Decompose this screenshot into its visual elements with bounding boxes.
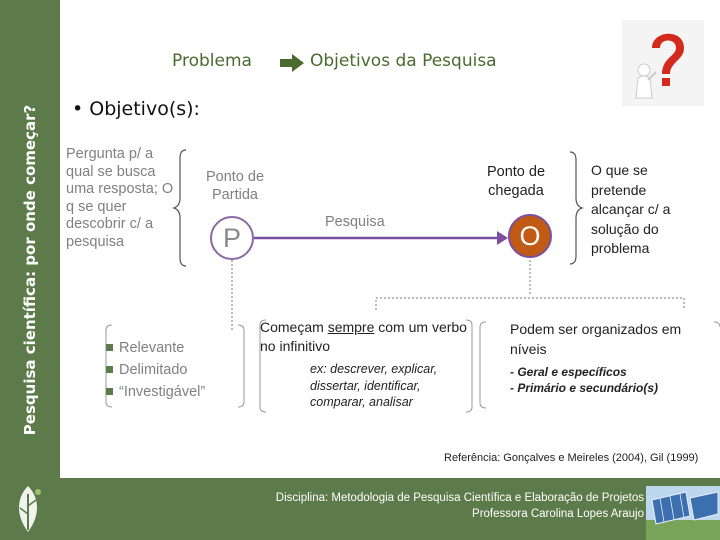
footer-line2: Professora Carolina Lopes Araujo [472, 508, 644, 520]
verbo-post: com um verbo no infinitivo [260, 319, 467, 354]
start-circle: P [210, 216, 254, 260]
list-item: - Geral e específicos [510, 365, 627, 379]
list-item: “Investigável” [106, 381, 205, 403]
criteria-list: Relevante Delimitado “Investigável” [106, 337, 205, 403]
organizacao-text: Podem ser organizados em níveis [510, 321, 682, 357]
list-item: - Primário e secundário(s) [510, 381, 659, 395]
verbo-emph: sempre [327, 319, 375, 335]
pesquisa-label: Pesquisa [325, 214, 385, 230]
example-line: ex: descrever, explicar, [310, 362, 438, 376]
section-title-text: Objetivo(s): [89, 98, 200, 120]
example-line: comparar, analisar [310, 395, 413, 409]
pergunta-text: Pergunta p/ a qual se busca uma resposta… [66, 146, 174, 250]
sidebar [0, 0, 60, 540]
example-line: dissertar, identificar, [310, 378, 421, 393]
reference-text: Referência: Gonçalves e Meireles (2004),… [444, 452, 699, 464]
organizacao-box: Podem ser organizados em níveis - Geral … [510, 319, 720, 396]
header-objetivos: Objetivos da Pesquisa [310, 51, 497, 71]
question-person-icon [622, 20, 704, 106]
footer-text: Disciplina: Metodologia de Pesquisa Cien… [276, 490, 644, 522]
section-title: • Objetivo(s): [72, 98, 200, 120]
verbo-pre: Começam [260, 319, 328, 335]
footer-line1: Disciplina: Metodologia de Pesquisa Cien… [275, 492, 644, 504]
verbo-text: Começam sempre com um verbo no infinitiv… [260, 318, 472, 356]
leaf-logo-icon [19, 486, 41, 532]
solar-panel-photo-icon [646, 486, 720, 540]
verbo-box: Começam sempre com um verbo no infinitiv… [260, 318, 472, 411]
ponto-partida-label: Ponto de Partida [205, 169, 265, 203]
footer: Disciplina: Metodologia de Pesquisa Cien… [60, 478, 720, 540]
end-description: O que se pretende alcançar c/ a solução … [591, 162, 671, 256]
header-problema: Problema [172, 51, 252, 71]
slide-header: Problema Objetivos da Pesquisa [60, 45, 600, 79]
arrow-right-icon [280, 54, 304, 72]
ponto-chegada-label: Ponto de chegada [486, 164, 546, 199]
list-item: Delimitado [106, 359, 205, 381]
end-circle: O [508, 214, 552, 258]
verbo-example: ex: descrever, explicar, dissertar, iden… [310, 361, 437, 411]
sidebar-title: Pesquisa científica: por onde começar? [21, 104, 39, 436]
list-item: Relevante [106, 337, 205, 359]
organizacao-items: - Geral e específicos - Primário e secun… [510, 364, 720, 396]
